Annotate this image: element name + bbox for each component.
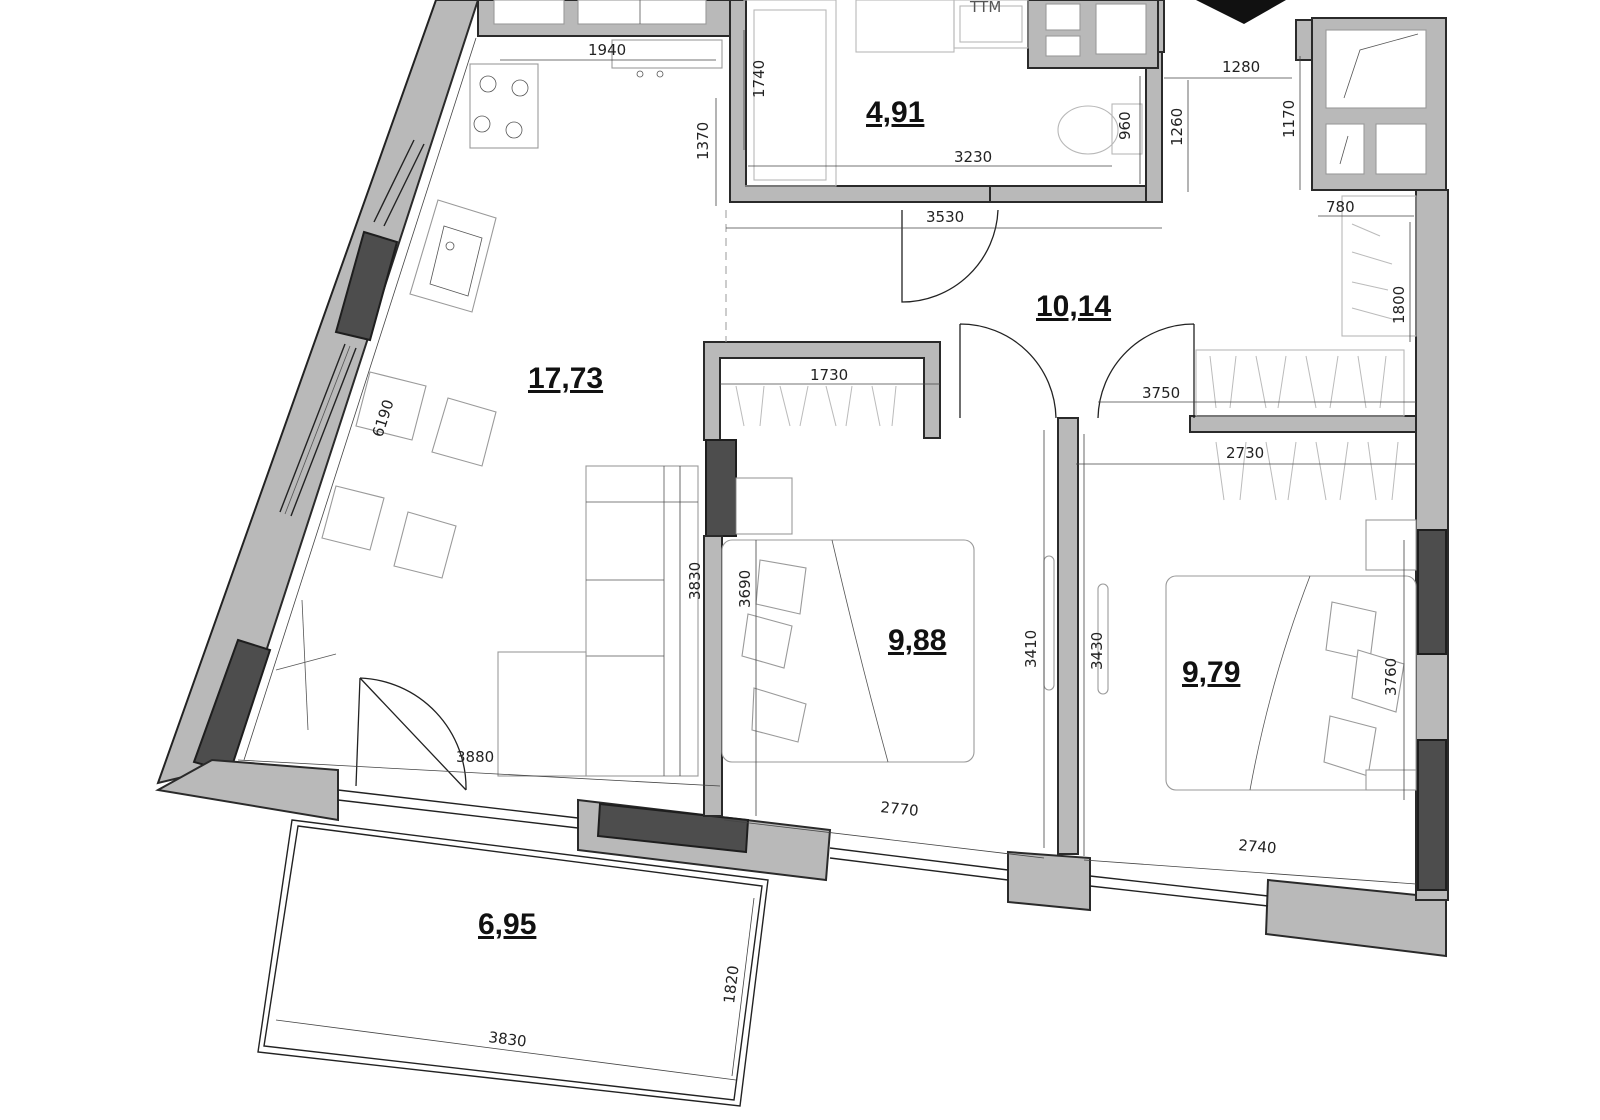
dim-3410: 3410 <box>1022 630 1040 668</box>
exterior-wall-left <box>156 0 480 785</box>
room-area-labels: 17,73 4,91 10,14 9,88 9,79 6,95 <box>478 96 1240 941</box>
dim-3750: 3750 <box>1142 384 1180 402</box>
area-hallway: 10,14 <box>1036 290 1111 323</box>
floor-lamp <box>275 599 337 731</box>
dim-1740: 1740 <box>750 60 768 98</box>
closet-hatching <box>735 223 1399 501</box>
interior-walls <box>703 195 1417 855</box>
dim-1370: 1370 <box>694 122 712 160</box>
area-kitchen-living: 17,73 <box>528 362 603 395</box>
bed-1 <box>721 477 975 763</box>
area-bedroom-1: 9,88 <box>888 624 946 657</box>
dim-2730: 2730 <box>1226 444 1264 462</box>
bed-2 <box>1165 519 1417 791</box>
top-cabinets <box>409 0 733 313</box>
dim-1280: 1280 <box>1222 58 1260 76</box>
dim-780: 780 <box>1326 198 1355 216</box>
dim-3880: 3880 <box>456 748 494 766</box>
dim-1800: 1800 <box>1390 286 1408 324</box>
dimension-lines <box>237 30 1417 1081</box>
dimension-labels: 1940 1740 1370 3230 960 1260 1280 1170 3… <box>369 0 1408 1051</box>
bathroom-walls <box>729 0 1165 203</box>
dim-1730: 1730 <box>810 366 848 384</box>
dim-1170: 1170 <box>1280 100 1298 138</box>
dim-3760: 3760 <box>1382 658 1400 696</box>
dim-2740: 2740 <box>1238 836 1278 857</box>
dim-1260: 1260 <box>1168 108 1186 146</box>
dim-1820: 1820 <box>720 964 743 1004</box>
area-balcony: 6,95 <box>478 908 536 941</box>
dim-3830-living: 3830 <box>686 562 704 600</box>
exterior-wall-bottom <box>155 758 1447 958</box>
balcony <box>257 819 769 1107</box>
shaft-block <box>1295 17 1447 191</box>
sofa <box>497 465 699 777</box>
dim-1940: 1940 <box>588 41 626 59</box>
area-bathroom: 4,91 <box>866 96 924 129</box>
dim-3430: 3430 <box>1088 632 1106 670</box>
dim-960: 960 <box>1116 111 1134 140</box>
dim-3830-balcony: 3830 <box>488 1028 528 1051</box>
exterior-wall-right <box>1415 189 1449 901</box>
dim-3530: 3530 <box>926 208 964 226</box>
dim-3230: 3230 <box>954 148 992 166</box>
dim-2770: 2770 <box>880 798 920 820</box>
dim-3690: 3690 <box>736 570 754 608</box>
area-bedroom-2: 9,79 <box>1182 656 1240 689</box>
top-label: ТТМ <box>969 0 1001 16</box>
north-arrow-icon <box>1196 0 1286 24</box>
dining-set <box>321 371 497 579</box>
radiators <box>1043 555 1109 695</box>
